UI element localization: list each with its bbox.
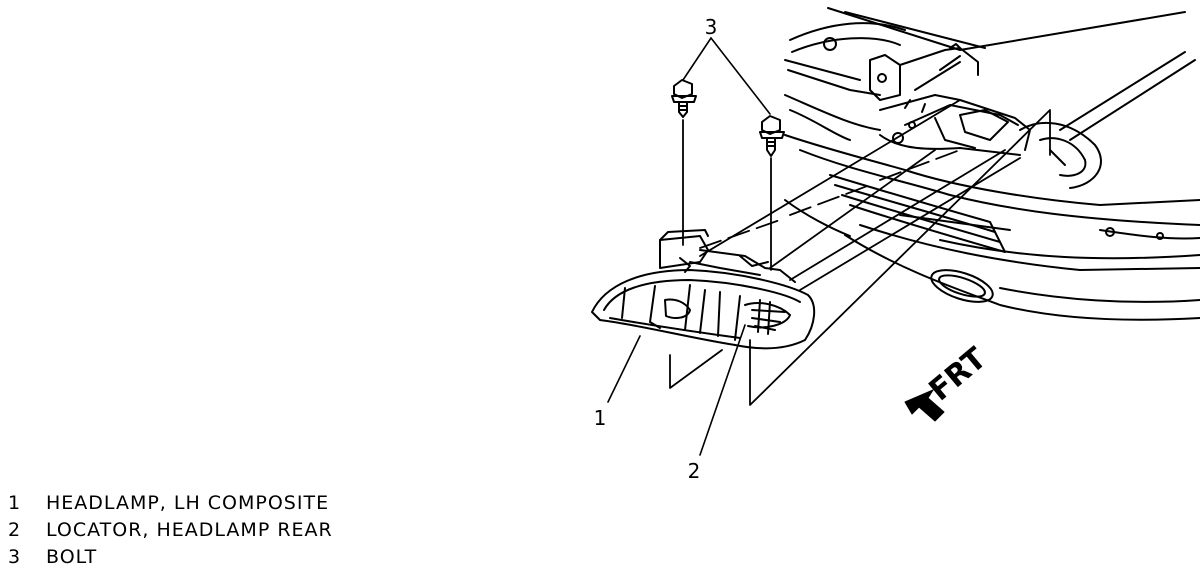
legend-item: 2 LOCATOR, HEADLAMP REAR bbox=[8, 517, 333, 544]
legend-number: 3 bbox=[8, 546, 22, 568]
bolt-right bbox=[759, 115, 785, 157]
legend-item: 3 BOLT bbox=[8, 544, 333, 571]
legend-text: HEADLAMP, LH COMPOSITE bbox=[46, 492, 330, 514]
installation-lines bbox=[669, 99, 1051, 406]
arrow-icon bbox=[904, 389, 945, 422]
legend-item: 1 HEADLAMP, LH COMPOSITE bbox=[8, 490, 333, 517]
legend-number: 1 bbox=[8, 492, 22, 514]
bolt-left bbox=[671, 79, 697, 118]
legend-text: LOCATOR, HEADLAMP REAR bbox=[46, 519, 333, 541]
parts-legend: 1 HEADLAMP, LH COMPOSITE 2 LOCATOR, HEAD… bbox=[8, 490, 333, 571]
leader-lines bbox=[607, 37, 771, 456]
front-direction-indicator: FRT bbox=[904, 341, 994, 422]
direction-label: FRT bbox=[923, 341, 994, 408]
legend-number: 2 bbox=[8, 519, 22, 541]
headlamp-assembly bbox=[591, 229, 816, 350]
callout-3: 3 bbox=[705, 15, 718, 39]
vehicle-front-body bbox=[784, 7, 1200, 321]
callout-1: 1 bbox=[594, 406, 607, 430]
legend-text: BOLT bbox=[46, 546, 98, 568]
callout-2: 2 bbox=[688, 459, 701, 483]
